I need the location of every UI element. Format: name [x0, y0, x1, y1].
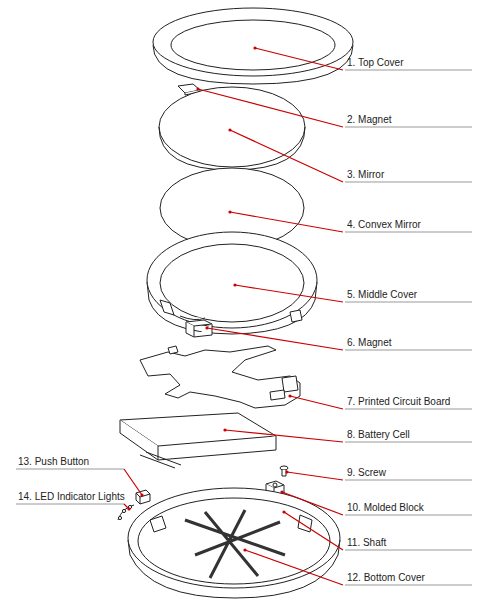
part-label: 9. Screw: [347, 467, 386, 479]
leader-lines: [124, 48, 343, 585]
part-label: 11. Shaft: [347, 537, 386, 549]
screw: [280, 466, 288, 476]
part-label: 2. Magnet: [347, 114, 391, 126]
label-underlines: [16, 70, 472, 585]
part-label: 13. Push Button: [18, 456, 89, 468]
part-label: 14. LED Indicator Lights: [18, 491, 125, 503]
led-indicator-lights: [118, 505, 134, 520]
bottom-cover: [128, 488, 340, 598]
part-label: 12. Bottom Cover: [347, 572, 425, 584]
part-label: 6. Magnet: [347, 337, 391, 349]
part-label: 4. Convex Mirror: [347, 219, 421, 231]
part-label: 5. Middle Cover: [347, 289, 417, 301]
middle-cover: [147, 232, 317, 334]
battery-cell: [120, 413, 276, 468]
leader-dots: [127, 46, 291, 551]
magnet-block: [186, 320, 212, 337]
mirror-edge: [159, 127, 305, 170]
part-label: 8. Battery Cell: [347, 429, 410, 441]
part-label: 10. Molded Block: [347, 502, 424, 514]
printed-circuit-board: [140, 346, 300, 408]
part-label: 7. Printed Circuit Board: [347, 396, 450, 408]
push-button: [136, 490, 150, 504]
part-label: 3. Mirror: [347, 169, 384, 181]
part-label: 1. Top Cover: [347, 57, 404, 69]
top-cover: [153, 8, 353, 84]
